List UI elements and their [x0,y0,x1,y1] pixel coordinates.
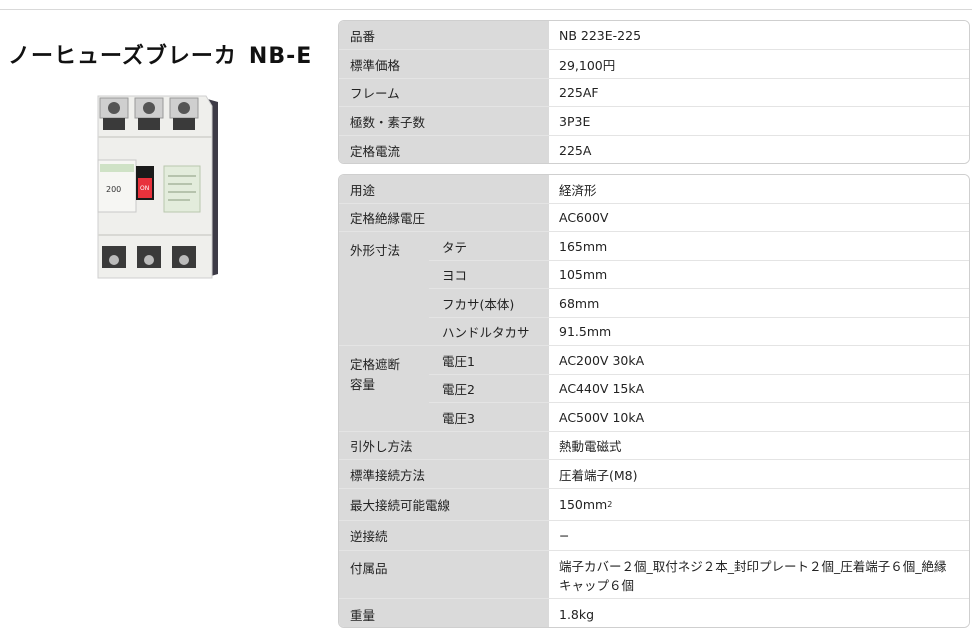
spec-plate-lines [168,175,196,201]
row-dim-handle: ハンドルタカサ 91.5mm [429,318,969,346]
label-rated-current: 定格電流 [339,136,549,163]
value-max-wire-sup: 2 [607,500,613,509]
row-use: 用途 経済形 [339,175,969,204]
label-breaking-line2: 容量 [350,377,376,392]
row-rated-current: 定格電流 225A [339,136,969,163]
value-dim-height: 165mm [549,232,969,260]
value-rated-current: 225A [549,136,969,163]
row-poles: 極数・素子数 3P3E [339,107,969,136]
label-max-wire: 最大接続可能電線 [339,489,549,520]
product-model: NB-E [248,44,313,69]
row-voltage-3: 電圧3 AC500V 10kA [429,403,969,432]
label-part-number: 品番 [339,21,549,49]
label-accessories: 付属品 [339,551,549,598]
value-reverse-connection: − [549,521,969,550]
label-breaking-capacity: 定格遮断 容量 [339,346,429,432]
rating-text: 200 [106,185,121,194]
product-title: ノーヒューズブレーカ NB-E [8,38,312,70]
product-name: ノーヒューズブレーカ [8,44,237,69]
label-voltage-3: 電圧3 [429,403,549,431]
value-dim-width: 105mm [549,261,969,288]
label-insulation-voltage: 定格絶縁電圧 [339,204,549,231]
label-band [100,164,134,172]
label-poles: 極数・素子数 [339,107,549,135]
row-weight: 重量 1.8kg [339,599,969,627]
value-voltage-2: AC440V 15kA [549,375,969,402]
row-dim-height: タテ 165mm [429,232,969,261]
handle-on-text: ON [140,185,149,192]
spec-table-details: 用途 経済形 定格絶縁電圧 AC600V 外形寸法 タテ 165mm ヨコ 10… [338,174,970,628]
value-connection: 圧着端子(M8) [549,460,969,488]
value-voltage-3: AC500V 10kA [549,403,969,431]
breaker-body [97,95,213,279]
row-part-number: 品番 NB 223E-225 [339,21,969,50]
label-dim-width: ヨコ [429,261,549,288]
top-terminals [99,97,199,130]
row-frame: フレーム 225AF [339,79,969,107]
spec-plate [163,165,201,213]
label-dim-depth: フカサ(本体) [429,289,549,317]
value-weight: 1.8kg [549,599,969,627]
label-dimensions: 外形寸法 [339,232,429,346]
label-dim-height: タテ [429,232,549,260]
value-part-number: NB 223E-225 [549,21,969,49]
value-dim-handle: 91.5mm [549,318,969,345]
label-reverse-connection: 逆接続 [339,521,549,550]
value-accessories: 端子カバー２個_取付ネジ２本_封印プレート２個_圧着端子６個_絶縁キャップ６個 [549,551,969,598]
label-connection: 標準接続方法 [339,460,549,488]
label-frame: フレーム [339,79,549,106]
value-price: 29,100円 [549,50,969,78]
label-price: 標準価格 [339,50,549,78]
row-connection: 標準接続方法 圧着端子(M8) [339,460,969,489]
value-frame: 225AF [549,79,969,106]
bottom-terminals [102,246,196,268]
cover-seam [98,136,212,138]
value-poles: 3P3E [549,107,969,135]
label-voltage-2: 電圧2 [429,375,549,402]
label-voltage-1: 電圧1 [429,346,549,374]
row-dim-width: ヨコ 105mm [429,261,969,289]
value-insulation-voltage: AC600V [549,204,969,231]
label-weight: 重量 [339,599,549,627]
value-trip-method: 熱動電磁式 [549,432,969,459]
row-dim-depth: フカサ(本体) 68mm [429,289,969,318]
value-use: 経済形 [549,175,969,203]
breaker-photo: 200 ON [97,95,218,279]
value-voltage-1: AC200V 30kA [549,346,969,374]
value-max-wire-text: 150mm [559,497,608,512]
lower-seam [98,234,212,236]
label-breaking-line1: 定格遮断 [350,357,401,372]
row-voltage-2: 電圧2 AC440V 15kA [429,375,969,403]
top-divider [0,9,972,10]
label-trip-method: 引外し方法 [339,432,549,459]
row-price: 標準価格 29,100円 [339,50,969,79]
row-accessories: 付属品 端子カバー２個_取付ネジ２本_封印プレート２個_圧着端子６個_絶縁キャッ… [339,551,969,599]
row-trip-method: 引外し方法 熱動電磁式 [339,432,969,460]
row-insulation-voltage: 定格絶縁電圧 AC600V [339,204,969,232]
row-voltage-1: 電圧1 AC200V 30kA [429,346,969,375]
label-dim-handle: ハンドルタカサ [429,318,549,345]
spec-table-basic: 品番 NB 223E-225 標準価格 29,100円 フレーム 225AF 極… [338,20,970,164]
row-reverse-connection: 逆接続 − [339,521,969,551]
value-dim-depth: 68mm [549,289,969,317]
label-use: 用途 [339,175,549,203]
handle [138,178,152,198]
